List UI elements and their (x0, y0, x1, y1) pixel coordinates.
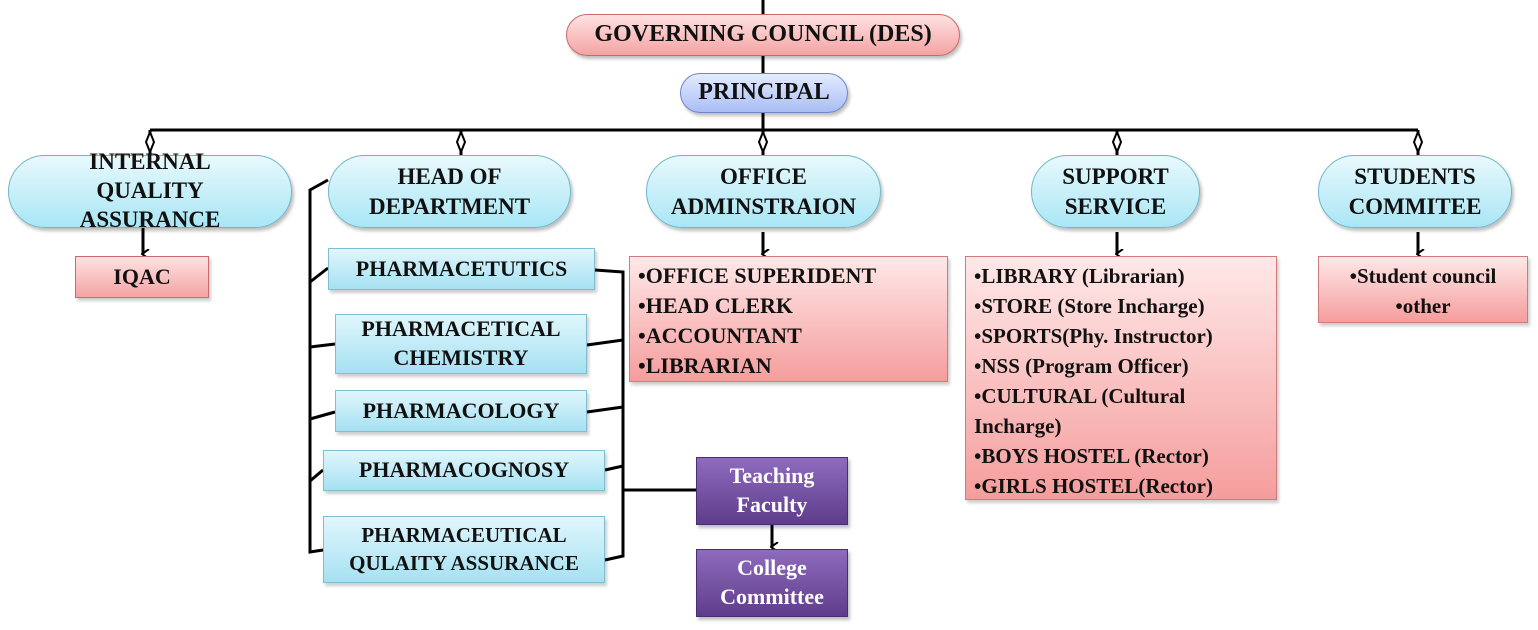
head-of-department-node: HEAD OF DEPARTMENT (328, 155, 571, 228)
list-item: •NSS (Program Officer) (974, 354, 1189, 378)
office-staff-list: •OFFICE SUPERIDENT •HEAD CLERK •ACCOUNTA… (629, 256, 948, 382)
teaching-faculty-node: Teaching Faculty (696, 457, 848, 525)
governing-council-node: GOVERNING COUNCIL (DES) (566, 14, 960, 56)
iqac-node: IQAC (75, 256, 209, 298)
list-item: •Student council (1349, 264, 1497, 288)
support-service-list: •LIBRARY (Librarian) •STORE (Store Incha… (965, 256, 1277, 500)
department-node: PHARMACEUTICAL QULAITY ASSURANCE (323, 516, 605, 583)
support-service-node: SUPPORT SERVICE (1031, 155, 1200, 228)
college-committee-node: College Committee (696, 549, 848, 617)
students-committee-node: STUDENTS COMMITEE (1318, 155, 1512, 228)
list-item: •ACCOUNTANT (638, 323, 802, 348)
department-node: PHARMACOLOGY (335, 390, 587, 432)
list-item: •STORE (Store Incharge) (974, 294, 1205, 318)
list-item: •OFFICE SUPERIDENT (638, 263, 877, 288)
list-item: •LIBRARY (Librarian) (974, 264, 1185, 288)
list-item: •CULTURAL (Cultural Incharge) (974, 384, 1186, 438)
office-administration-node: OFFICE ADMINSTRAION (646, 155, 881, 228)
principal-node: PRINCIPAL (680, 73, 848, 113)
internal-quality-assurance-node: INTERNAL QUALITY ASSURANCE (8, 149, 292, 232)
list-item: •other (1395, 294, 1451, 318)
list-item: •BOYS HOSTEL (Rector) (974, 444, 1209, 468)
list-item: •HEAD CLERK (638, 293, 793, 318)
list-item: •GIRLS HOSTEL(Rector) (974, 474, 1213, 498)
department-node: PHARMACOGNOSY (323, 450, 605, 491)
department-node: PHARMACETICAL CHEMISTRY (335, 314, 587, 374)
department-node: PHARMACETUTICS (328, 248, 595, 290)
students-committee-list: •Student council •other (1318, 256, 1528, 323)
list-item: •SPORTS(Phy. Instructor) (974, 324, 1213, 348)
list-item: •LIBRARIAN (638, 353, 772, 378)
